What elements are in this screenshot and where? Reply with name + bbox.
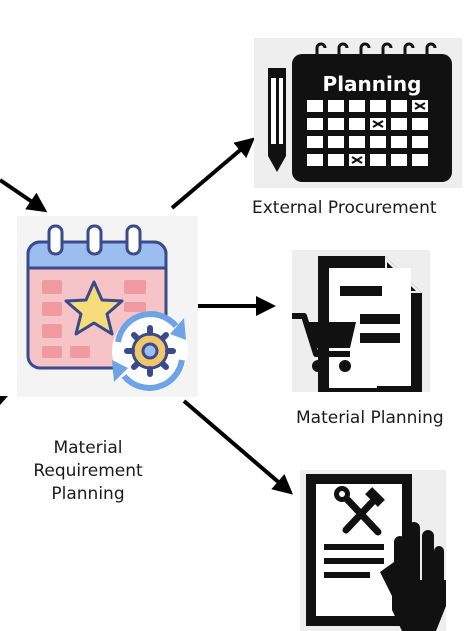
- arrow-to-external-procurement: [170, 137, 256, 210]
- calendar-title: Planning: [323, 72, 422, 96]
- arrow-to-production: [182, 399, 294, 495]
- mrp-label-line-2: Requirement: [33, 461, 143, 481]
- hand-icon: [380, 522, 446, 631]
- document-tools-hand-icon: [300, 470, 446, 631]
- gear-icon: [124, 325, 176, 377]
- mrp-label-line-1: Material: [53, 438, 123, 458]
- arrow-incoming-bottom: [0, 396, 8, 405]
- planning-calendar-icon: Planning: [254, 38, 462, 188]
- flow-arrows: [0, 137, 294, 495]
- mrp-label: Material Requirement Planning: [28, 437, 148, 506]
- mrp-calendar-icon: [17, 216, 198, 397]
- mrp-label-line-3: Planning: [51, 484, 125, 504]
- shopping-cart-icon: [292, 313, 356, 372]
- document-cart-icon: [292, 250, 430, 392]
- pencil-icon: [268, 68, 286, 172]
- material-planning-label: Material Planning: [296, 408, 444, 428]
- tools-icon: [340, 492, 382, 536]
- arrow-incoming-top: [0, 178, 48, 213]
- external-procurement-label: External Procurement: [252, 198, 437, 218]
